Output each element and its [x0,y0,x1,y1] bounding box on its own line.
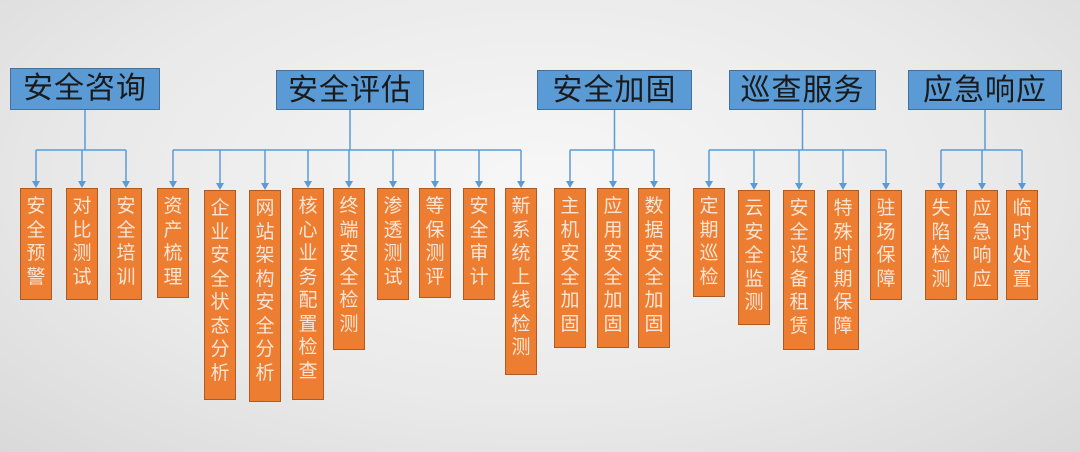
service-item: 安全设备租赁 [783,190,815,350]
category-box: 巡查服务 [729,70,876,110]
service-item: 主机安全加固 [554,188,586,348]
service-item: 特殊时期保障 [827,190,859,350]
service-item: 核心业务配置检查 [292,188,324,400]
service-item: 终端安全检测 [333,188,365,350]
service-item: 资产梳理 [157,188,189,298]
category-box: 安全咨询 [10,68,160,110]
service-item: 新系统上线检测 [505,188,537,375]
service-item: 应急响应 [966,190,998,300]
service-item: 安全预警 [20,188,52,300]
category-box: 安全加固 [537,70,692,110]
category-box: 安全评估 [276,70,424,110]
service-item: 应用安全加固 [597,188,629,348]
category-box: 应急响应 [908,70,1062,110]
service-item: 失陷检测 [925,190,957,300]
service-item: 企业安全状态分析 [204,190,236,400]
service-item: 对比测试 [66,188,98,300]
service-item: 网站架构安全分析 [249,190,281,402]
service-item: 定期巡检 [693,188,725,297]
service-item: 驻场保障 [870,190,902,300]
service-item: 安全培训 [110,188,142,300]
service-item: 数据安全加固 [638,188,670,348]
service-item: 云安全监测 [738,190,770,325]
service-item: 临时处置 [1006,190,1038,300]
service-item: 安全审计 [463,188,495,300]
service-item: 渗透测试 [377,188,409,300]
service-item: 等保测评 [419,188,451,298]
